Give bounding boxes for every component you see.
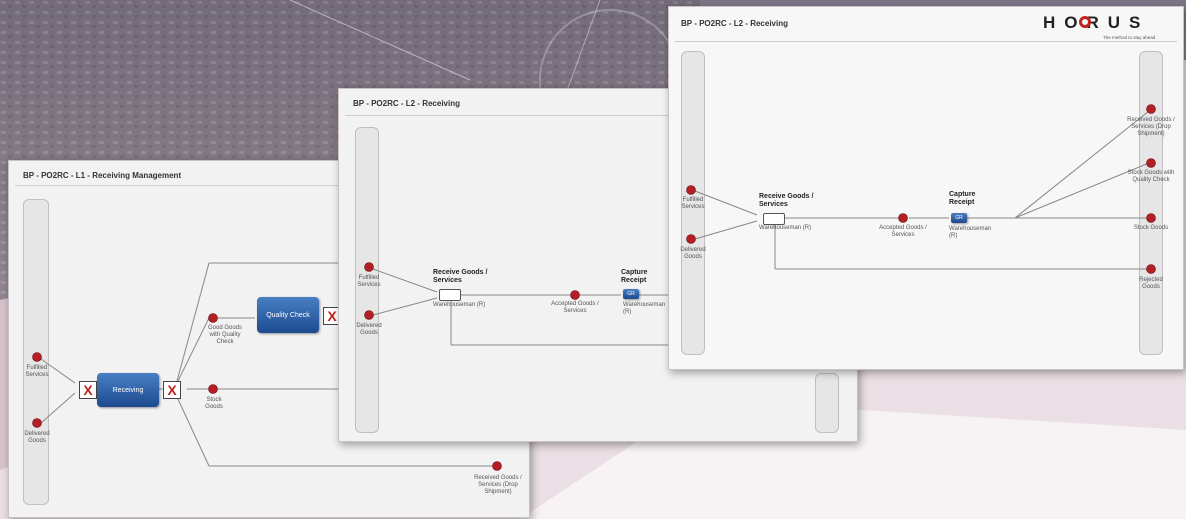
activity-node[interactable] (763, 213, 785, 225)
xor-gateway-icon: X (163, 381, 181, 399)
outcome-label: Stock Goods (205, 397, 223, 410)
event-label: Fulfilled Services (357, 275, 381, 288)
role-label: Warehouseman (R) (949, 226, 992, 239)
diagram-panel-l2-front: BP - PO2RC - L2 - Receiving HORUS The me… (668, 6, 1184, 370)
flow-connectors (364, 262, 669, 346)
swimlane-start (681, 51, 705, 355)
activity-label: Receive Goods / Services (433, 269, 488, 285)
capture-label: Capture Receipt (621, 269, 648, 285)
capture-node[interactable]: GR (951, 213, 967, 223)
header-divider (345, 115, 851, 116)
flow-connectors (32, 262, 502, 471)
swimlane-start (355, 127, 379, 433)
intermediate-label: Accepted Goods / Services (879, 225, 927, 238)
logo-red-o-icon (1079, 16, 1091, 28)
header-divider (675, 41, 1177, 42)
capture-node[interactable]: GR (623, 289, 639, 299)
capture-label: Capture Receipt (949, 191, 976, 207)
event-label: Fulfilled Services (25, 365, 49, 378)
outcome-label: Rejected Goods (1139, 277, 1163, 290)
outcome-label: Stock Goods with Quality Check (1127, 170, 1175, 183)
activity-node[interactable]: Quality Check (257, 297, 319, 333)
outcome-label: Good Goods with Quality Check (207, 325, 243, 345)
event-label: Delivered Goods (24, 431, 50, 444)
role-label: Warehouseman (R) (623, 302, 666, 315)
swimlane-end (1139, 51, 1163, 355)
swimlane-end (815, 373, 839, 433)
xor-gateway-icon: X (79, 381, 97, 399)
activity-node[interactable]: Receiving (97, 373, 159, 407)
flow-connectors (686, 104, 1156, 274)
outcome-label: Stock Goods (1133, 225, 1169, 231)
role-label: Warehouseman (R) (759, 225, 812, 231)
brand-tagline: The method to stay ahead (1103, 35, 1156, 40)
brand-logo: HORUS (1043, 13, 1150, 32)
activity-node[interactable] (439, 289, 461, 301)
event-label: Delivered Goods (680, 247, 706, 260)
panel-title: BP - PO2RC - L1 - Receiving Management (23, 171, 182, 180)
header-divider (15, 185, 523, 186)
panel-title: BP - PO2RC - L2 - Receiving (353, 99, 460, 108)
outcome-label: Received Goods / Services (Drop Shipment… (474, 475, 522, 495)
intermediate-label: Accepted Goods / Services (551, 301, 599, 314)
event-label: Fulfilled Services (681, 197, 705, 210)
activity-label: Receive Goods / Services (759, 193, 814, 209)
swimlane-start (23, 199, 49, 505)
event-label: Delivered Goods (356, 323, 382, 336)
panel-title: BP - PO2RC - L2 - Receiving (681, 19, 788, 28)
diagram-panel-l2: BP - PO2RC - L2 - Receiving Fulfilled Se… (338, 88, 858, 442)
outcome-label: Received Goods / Services (Drop Shipment… (1127, 117, 1175, 137)
role-label: Warehouseman (R) (433, 302, 486, 308)
